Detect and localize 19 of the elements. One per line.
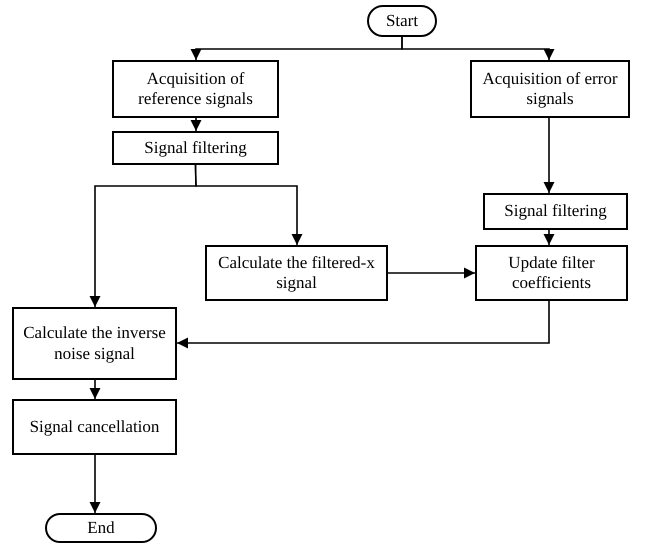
process-box: Signal cancellation — [12, 399, 177, 455]
arrow — [90, 380, 100, 399]
arrow — [190, 118, 202, 131]
process-box: Signal filtering — [112, 131, 279, 165]
arrow — [544, 230, 554, 245]
start-terminal: Start — [367, 5, 437, 37]
process-box: Acquisition of error signals — [470, 60, 630, 118]
end-terminal: End — [45, 513, 157, 543]
process-box: Calculate the inverse noise signal — [12, 307, 177, 380]
arrow — [401, 37, 554, 60]
arrow — [90, 455, 100, 513]
process-box: Acquisition of reference signals — [112, 60, 279, 118]
arrow — [194, 164, 302, 245]
arrow — [388, 268, 475, 278]
process-box: Calculate the filtered-x signal — [205, 245, 388, 301]
arrow — [544, 118, 554, 193]
process-box: Signal filtering — [483, 193, 628, 230]
process-box: Update filter coefficients — [475, 245, 628, 301]
arrow — [177, 301, 550, 348]
